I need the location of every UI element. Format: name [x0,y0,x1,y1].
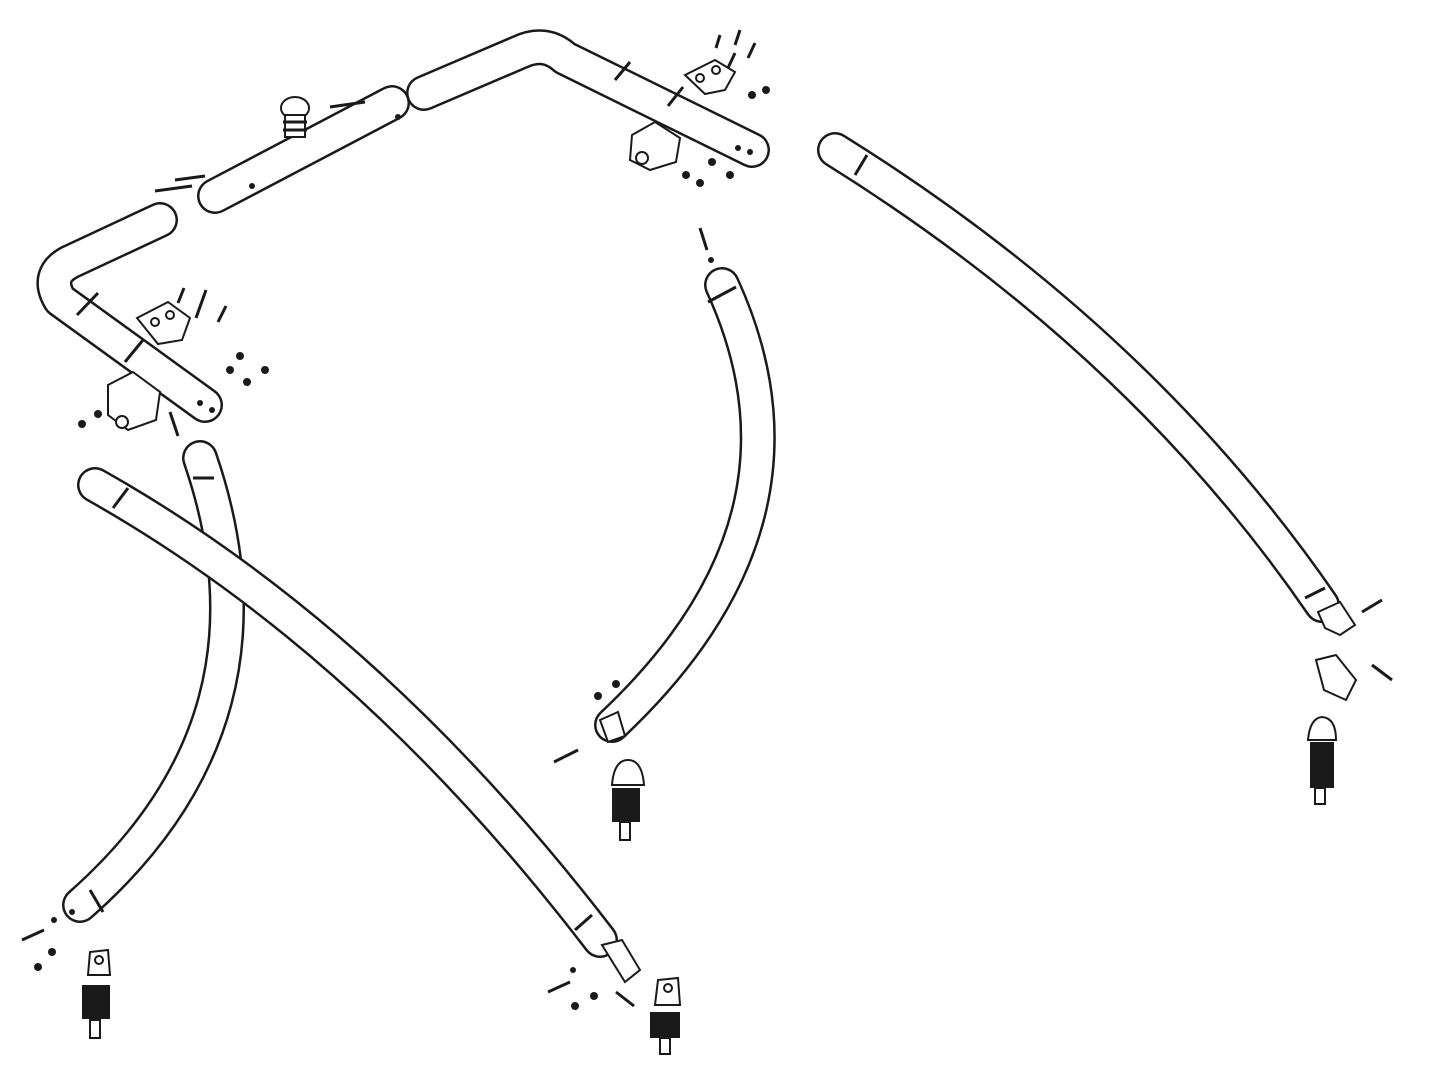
tubes-group [36,29,1340,958]
bolt-icon [1371,663,1393,682]
tube-band [123,339,145,363]
end-fitting-icon [600,938,642,984]
bolt-icon [329,100,366,109]
nut-icon [249,183,255,189]
nut-icon [590,992,598,1000]
swivel-base-mount-icon [610,758,646,841]
left-lower-curved-leg [62,440,245,923]
nut-icon [34,963,42,971]
left-diagonal-leg [77,467,618,958]
tube-band [613,61,632,81]
nut-icon [570,967,576,973]
nut-icon [708,158,716,166]
nut-icon [236,352,244,360]
bolt-icon [733,29,742,46]
nut-icon [94,410,102,418]
bolt-icon [726,52,737,69]
nut-icon [571,1002,579,1010]
left-hardware-group [78,287,269,437]
swivel-base-mount-icon [650,976,682,1055]
nut-icon [726,171,734,179]
nut-icon [51,917,57,923]
tube-band [853,154,869,176]
tube-band [75,291,100,317]
bolt-icon [154,184,193,193]
bolt-icon [1361,598,1383,614]
upper-right-hardware-group [628,29,770,263]
top-hardware-group [154,96,401,193]
tube-bands-group [75,61,1326,932]
bolt-icon [714,34,722,49]
bolt-icon [176,287,186,304]
bolt-icon [216,305,228,323]
bolt-icon [174,174,206,182]
bolt-icon [698,227,709,251]
lower-left-hardware-group [21,909,112,1039]
end-fitting-icon [1316,600,1357,637]
nut-icon [612,680,620,688]
nut-icon [261,366,269,374]
swivel-base-mount-icon [82,948,112,1039]
swivel-base-mount-icon [1306,715,1338,805]
tube-band [707,285,737,304]
bolt-icon [553,748,579,764]
clamp-bracket-icon [683,58,737,96]
nut-icon [226,366,234,374]
nut-icon [696,179,704,187]
spring-knob-icon [280,96,310,138]
tube-band [1304,586,1326,600]
nut-icon [762,86,770,94]
top-right-bend-tube [406,29,770,168]
lower-middle-hardware-group [547,938,682,1055]
tube-band [88,889,105,913]
nut-icon [69,909,75,915]
swivel-bracket-icon [1314,653,1358,702]
center-curved-leg [594,267,776,743]
nut-icon [682,171,690,179]
center-leg-hardware-group [553,680,646,841]
end-fitting-icon [598,710,627,744]
top-center-tube [197,85,410,214]
tube-band [666,86,685,107]
nut-icon [594,692,602,700]
nut-icon [395,114,401,120]
nut-icon [78,420,86,428]
bolt-icon [547,980,571,994]
clamp-bracket-icon [135,300,192,346]
nut-icon [48,948,56,956]
nut-icon [748,91,756,99]
tube-band [111,487,130,509]
bolt-icon [194,289,208,319]
bolt-icon [746,42,757,59]
bolt-icon [21,928,45,942]
nut-icon [243,378,251,386]
right-leg-hardware-group [1306,598,1393,805]
bolt-icon [168,411,180,437]
bolt-icon [615,990,635,1008]
tube-band [574,913,593,932]
left-bend-tube [36,202,223,423]
right-long-leg [817,132,1340,623]
nut-icon [708,257,714,263]
